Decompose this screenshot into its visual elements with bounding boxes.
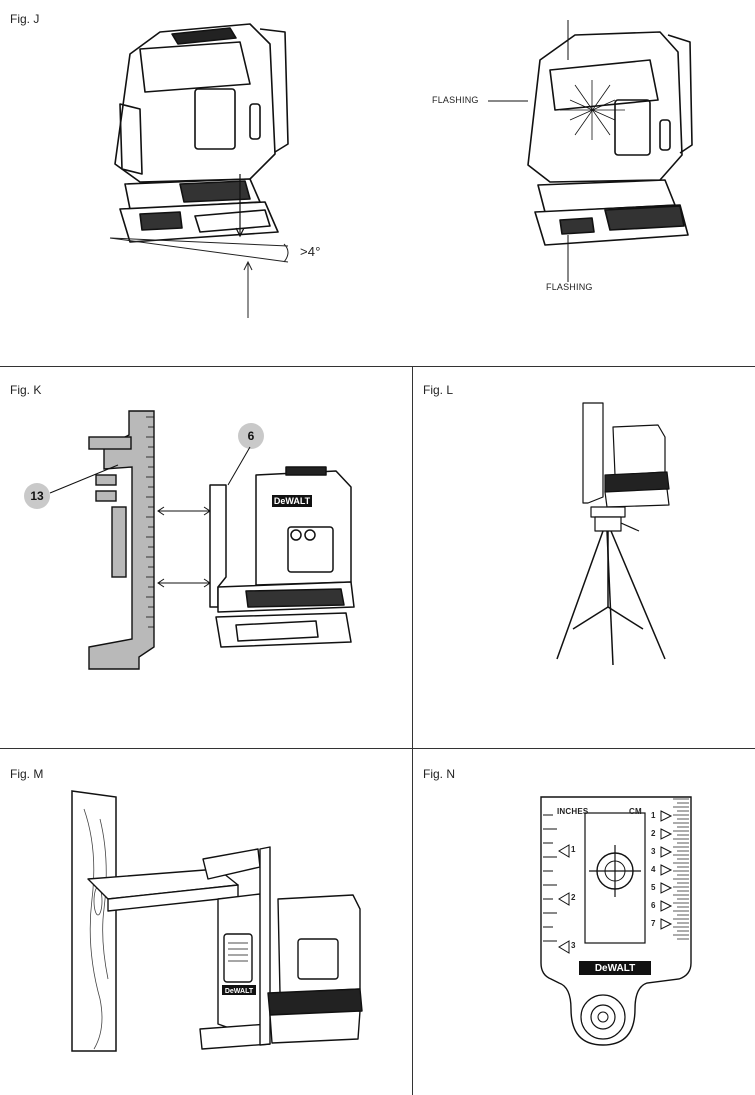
tilt-angle-text: >4°	[300, 244, 321, 259]
flashing-side-text: FLASHING	[432, 95, 479, 105]
figure-l-panel: Fig. L	[413, 367, 755, 748]
figure-l-label: Fig. L	[423, 383, 454, 397]
figure-m-label: Fig. M	[10, 767, 44, 781]
target-right-mark-4: 4	[651, 865, 656, 874]
laser-on-beam-clamp: DeWALT	[87, 846, 363, 1050]
callout-13-leader	[49, 464, 119, 494]
target-cm-label: CM	[629, 807, 642, 816]
target-right-mark-3: 3	[651, 847, 656, 856]
flashing-bottom-text: FLASHING	[546, 282, 593, 292]
target-left-mark-2: 2	[571, 893, 576, 902]
callout-badge-13: 13	[24, 483, 50, 509]
tilt-angle-indicator	[109, 237, 289, 318]
figure-k-label: Fig. K	[10, 383, 42, 397]
attach-arrows	[157, 506, 211, 588]
target-inches-label: INCHES	[557, 807, 589, 816]
flashing-callout-line	[488, 100, 528, 102]
figure-n-label: Fig. N	[423, 767, 456, 781]
target-card	[540, 796, 692, 1046]
target-left-mark-3: 3	[571, 941, 576, 950]
callout-6-leader	[227, 446, 251, 486]
laser-flashing-illustration	[527, 20, 693, 282]
target-right-mark-6: 6	[651, 901, 656, 910]
divider-middle	[0, 748, 755, 749]
wall-mount-bracket	[88, 410, 155, 670]
figure-j-panel: Fig. J >4°	[0, 0, 755, 366]
callout-badge-6: 6	[238, 423, 264, 449]
target-right-mark-5: 5	[651, 883, 656, 892]
figure-j-label: Fig. J	[10, 12, 40, 26]
laser-k-brand: DeWALT	[274, 496, 311, 506]
laser-tilted-illustration	[114, 23, 289, 243]
target-brand: DeWALT	[594, 963, 636, 974]
laser-m-brand: DeWALT	[225, 988, 254, 995]
laser-on-tripod	[556, 402, 670, 666]
divider-vertical	[412, 366, 413, 1095]
wood-stud	[71, 790, 117, 1052]
laser-with-bracket: DeWALT	[209, 466, 355, 648]
figure-n-panel: Fig. N	[413, 749, 755, 1095]
divider-top	[0, 366, 755, 367]
target-right-mark-2: 2	[651, 829, 656, 838]
figure-k-panel: Fig. K 13 6	[0, 367, 412, 748]
figure-m-panel: Fig. M DeWALT	[0, 749, 412, 1095]
target-right-mark-7: 7	[651, 919, 656, 928]
target-right-mark-1: 1	[651, 811, 656, 820]
target-left-mark-1: 1	[571, 845, 576, 854]
